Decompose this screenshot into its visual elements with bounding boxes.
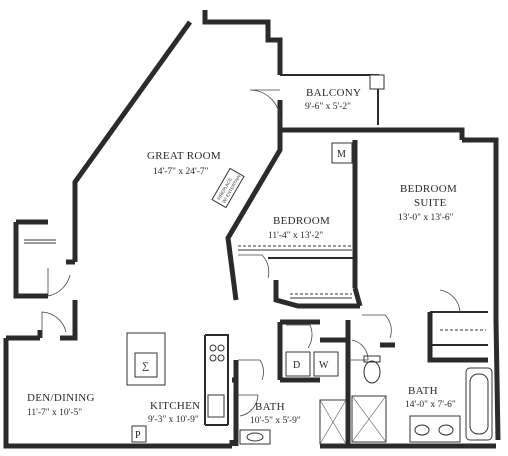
bathtub (465, 367, 493, 441)
laundry-door[interactable] (286, 324, 313, 349)
west-closet-door[interactable] (47, 268, 71, 297)
shower (319, 399, 347, 445)
den-dining-label: DEN/DINING (27, 392, 95, 404)
mechanical-label: M (337, 149, 346, 160)
great-room-dims: 14'-7" x 24'-7" (153, 167, 209, 177)
balcony-post (369, 74, 385, 90)
mechanical-closet (331, 142, 353, 164)
bedroom-suite-dims: 13'-0" x 13'-6" (398, 213, 454, 223)
exterior-walls (3, 10, 501, 449)
bathtub-inner (469, 373, 489, 435)
bath1-vanity (239, 429, 271, 445)
bath2-door[interactable] (348, 339, 369, 361)
interior-walls (37, 130, 488, 446)
bedroom-label: BEDROOM (273, 215, 330, 227)
bedroom-suite-label-line2: SUITE (414, 197, 447, 209)
sink-icon (246, 432, 264, 442)
sink-icon (438, 424, 454, 436)
kitchen-door[interactable] (236, 394, 259, 417)
balcony-dims: 9'-6" x 5'-2" (305, 102, 351, 112)
dryer-label: D (293, 360, 300, 371)
balcony-door[interactable] (249, 89, 281, 121)
toilet-tank (363, 355, 381, 363)
island-mark: ∑ (142, 361, 149, 372)
bath2-vanity (409, 415, 461, 443)
doors (41, 89, 461, 417)
bath-1-label: BATH (255, 401, 285, 413)
fireplace: FIREPLACE W/ ENTERTAIN (211, 167, 245, 209)
den-dining-dims: 11'-7" x 10'-5" (27, 408, 82, 418)
bath-1-dims: 10'-5" x 5'-9" (250, 416, 301, 426)
bath-door[interactable] (238, 359, 264, 381)
dryer (285, 351, 311, 377)
suite-closet-door[interactable] (435, 289, 461, 313)
pantry-label: P (135, 430, 141, 441)
washer (313, 351, 339, 377)
kitchen-island (126, 332, 166, 386)
sink-icon (414, 424, 430, 436)
washer-label: W (319, 360, 329, 371)
bath-2-dims: 14'-0" x 7'-6" (405, 400, 456, 410)
closet-shelves (24, 239, 486, 331)
balcony-label: BALCONY (306, 87, 361, 99)
burner-icon (217, 344, 225, 352)
bedroom-dims: 11'-4" x 13'-2" (268, 231, 323, 241)
kitchen-sink (207, 394, 225, 418)
room-labels: BALCONY 9'-6" x 5'-2" GREAT ROOM 14'-7" … (27, 87, 457, 426)
kitchen-label: KITCHEN (150, 400, 200, 412)
shower-2 (351, 395, 387, 443)
burner-icon (217, 354, 225, 362)
island-sink (134, 352, 158, 378)
bath-2-label: BATH (408, 385, 438, 397)
toilet-icon (363, 360, 381, 384)
burner-icon (209, 354, 217, 362)
suite-door[interactable] (362, 314, 392, 339)
bedroom-suite-label: BEDROOM (400, 183, 457, 195)
den-closet-door[interactable] (41, 311, 67, 338)
pantry (131, 425, 147, 443)
great-room-label: GREAT ROOM (147, 150, 221, 162)
kitchen-dims: 9'-3" x 10'-9" (148, 415, 199, 425)
bedroom-door[interactable] (238, 254, 270, 279)
burner-icon (209, 344, 217, 352)
